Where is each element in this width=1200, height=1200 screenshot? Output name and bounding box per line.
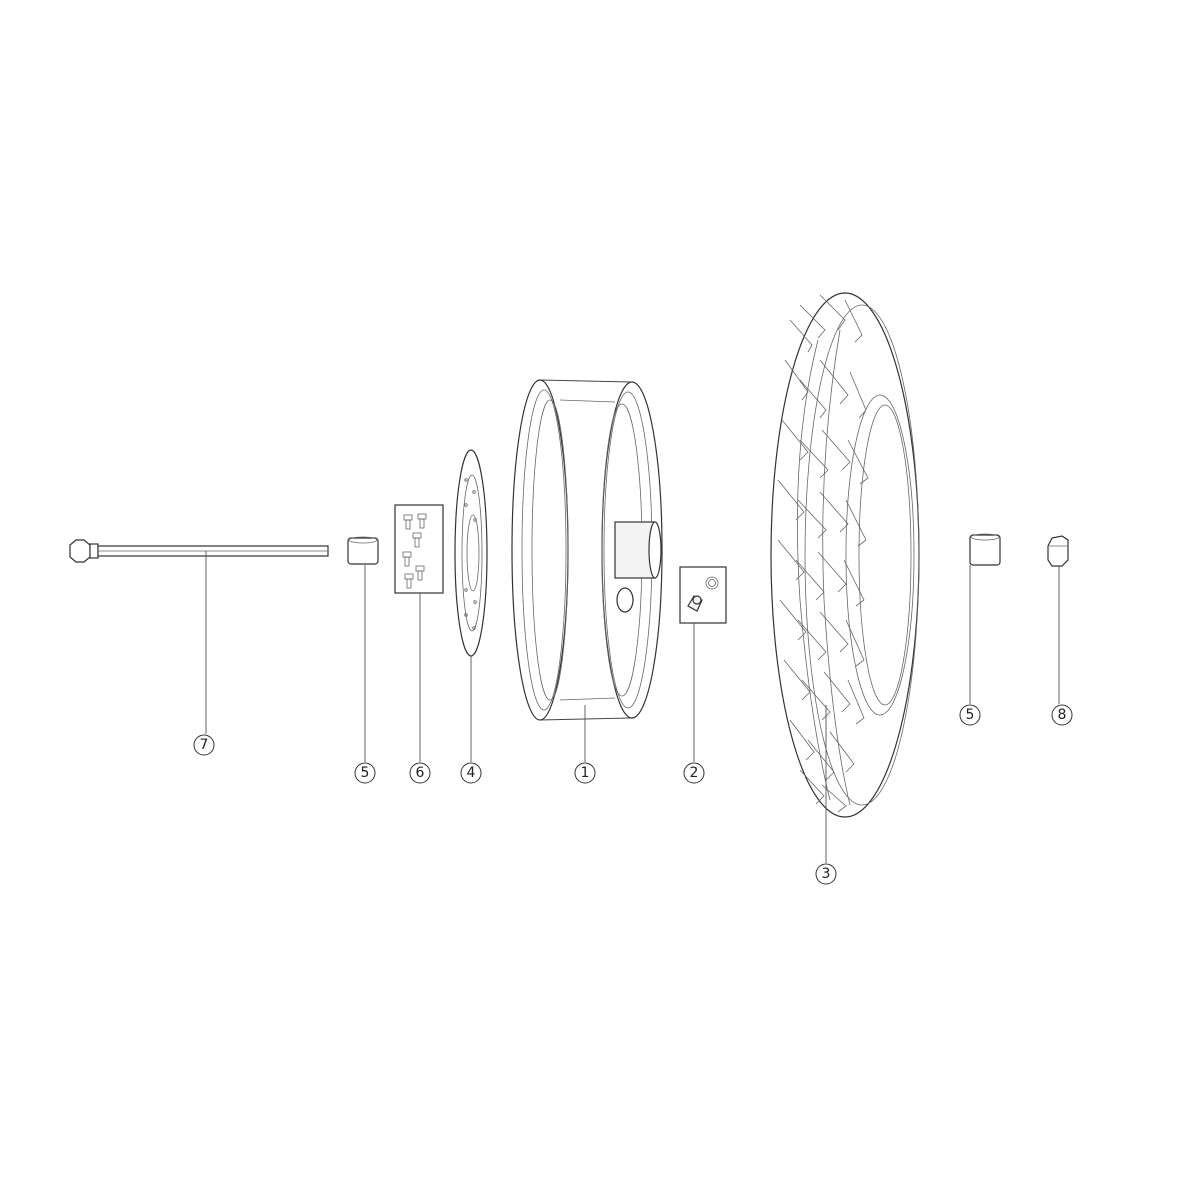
callout-7: 7 xyxy=(193,734,215,756)
callout-4-label: 4 xyxy=(467,765,476,781)
callout-5-left: 5 xyxy=(354,762,376,784)
nut-part xyxy=(1047,535,1069,567)
bolts-part xyxy=(394,504,444,594)
callout-5-left-label: 5 xyxy=(361,765,370,781)
callout-5-right-label: 5 xyxy=(966,707,975,723)
callout-5-right: 5 xyxy=(959,704,981,726)
callout-1-label: 1 xyxy=(581,765,590,781)
callout-3-label: 3 xyxy=(822,866,831,882)
callout-6: 6 xyxy=(409,762,431,784)
valve-part xyxy=(679,566,727,624)
callout-8-label: 8 xyxy=(1058,707,1067,723)
callout-6-label: 6 xyxy=(416,765,425,781)
callout-1: 1 xyxy=(574,762,596,784)
spacer-left-part xyxy=(347,536,379,565)
callout-7-label: 7 xyxy=(200,737,209,753)
callout-8: 8 xyxy=(1051,704,1073,726)
brake-disc-part xyxy=(454,449,488,657)
callout-4: 4 xyxy=(460,762,482,784)
callout-3: 3 xyxy=(815,863,837,885)
spacer-right-part xyxy=(969,533,1001,566)
rim-part xyxy=(511,379,663,721)
axle-part xyxy=(69,539,329,563)
tire-part xyxy=(770,292,920,818)
callout-2-label: 2 xyxy=(690,765,699,781)
callout-2: 2 xyxy=(683,762,705,784)
